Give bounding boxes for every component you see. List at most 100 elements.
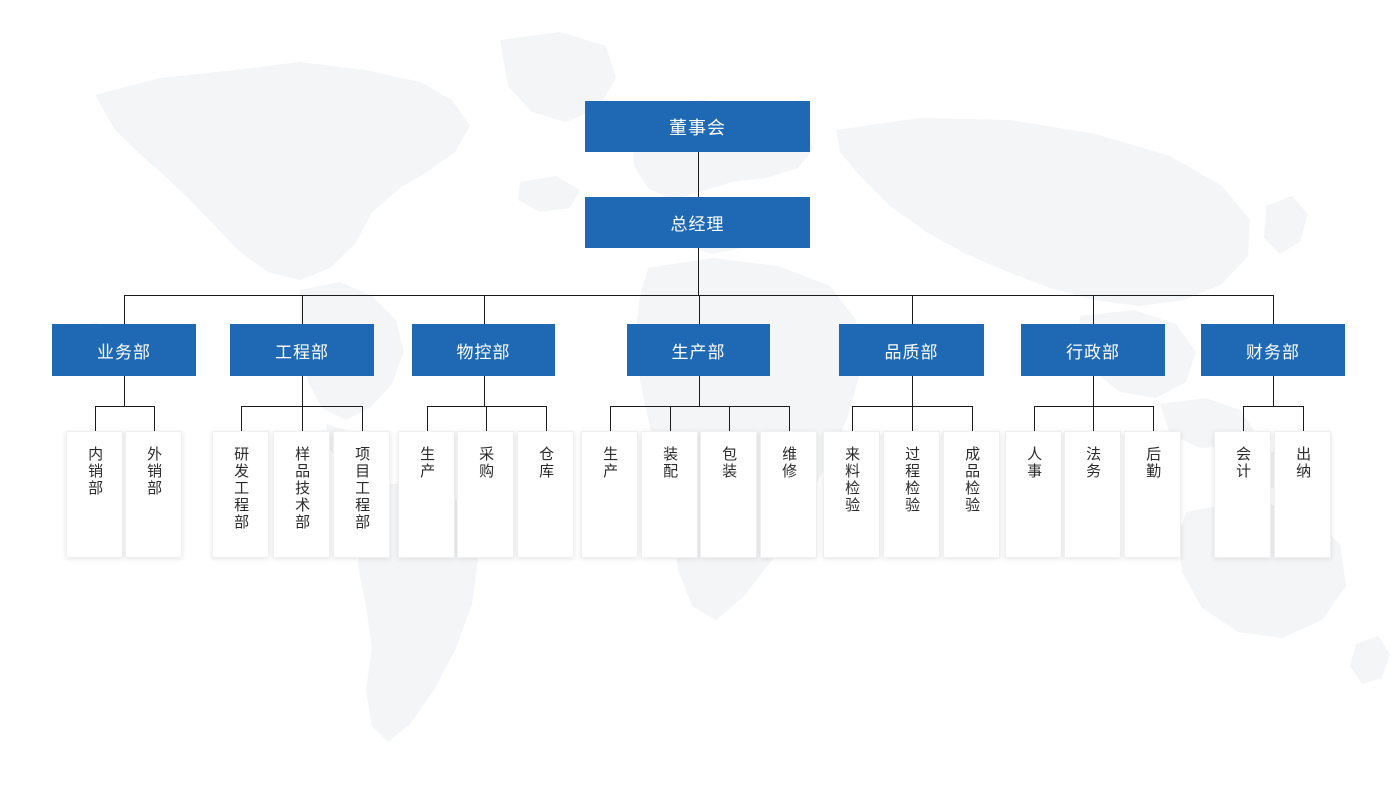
node-subdepartment[interactable]: 内销部 — [66, 431, 123, 558]
connector-gm-to-bus — [698, 248, 699, 295]
connector-subbus-to-leaf — [610, 406, 611, 431]
node-subdepartment[interactable]: 包装 — [700, 431, 757, 558]
connector-subbus-to-leaf — [912, 406, 913, 431]
node-subdepartment[interactable]: 外销部 — [125, 431, 182, 558]
connector-subbus-to-leaf — [302, 406, 303, 431]
connector-board-to-gm — [698, 152, 699, 197]
node-subdepartment-label: 生产 — [418, 446, 436, 480]
node-subdepartment-label: 出纳 — [1294, 446, 1312, 480]
connector-bus-to-department — [484, 295, 485, 324]
connector-bus-to-department — [1093, 295, 1094, 324]
node-subdepartment[interactable]: 研发工程部 — [212, 431, 269, 558]
node-subdepartment[interactable]: 成品检验 — [943, 431, 1000, 558]
node-subdepartment-label: 内销部 — [86, 446, 104, 497]
node-subdepartment-label: 生产 — [601, 446, 619, 480]
connector-department-to-subbus — [124, 376, 125, 406]
node-subdepartment[interactable]: 生产 — [398, 431, 455, 558]
connector-sub-bus — [610, 406, 789, 407]
connector-bus-to-department — [1273, 295, 1274, 324]
connector-department-to-subbus — [912, 376, 913, 406]
connector-subbus-to-leaf — [1153, 406, 1154, 431]
node-subdepartment[interactable]: 出纳 — [1274, 431, 1331, 558]
node-subdepartment[interactable]: 维修 — [760, 431, 817, 558]
node-board[interactable]: 董事会 — [585, 101, 810, 152]
node-board-label: 董事会 — [669, 117, 726, 138]
node-subdepartment[interactable]: 样品技术部 — [273, 431, 330, 558]
connector-subbus-to-leaf — [1034, 406, 1035, 431]
node-subdepartment[interactable]: 法务 — [1064, 431, 1121, 558]
node-department-6[interactable]: 行政部 — [1021, 324, 1165, 376]
connector-subbus-to-leaf — [486, 406, 487, 431]
node-department-5-label: 品质部 — [884, 342, 939, 362]
node-department-7-label: 财务部 — [1246, 342, 1300, 362]
node-subdepartment-label: 样品技术部 — [293, 446, 311, 531]
connector-subbus-to-leaf — [1243, 406, 1244, 431]
node-subdepartment[interactable]: 过程检验 — [883, 431, 940, 558]
connector-bus-to-department — [699, 295, 700, 324]
connector-department-bus — [124, 295, 1273, 296]
node-subdepartment-label: 来料检验 — [843, 446, 861, 514]
connector-bus-to-department — [912, 295, 913, 324]
node-subdepartment-label: 包装 — [720, 446, 738, 480]
node-subdepartment[interactable]: 人事 — [1005, 431, 1062, 558]
connector-bus-to-department — [124, 295, 125, 324]
node-subdepartment[interactable]: 会计 — [1214, 431, 1271, 558]
node-department-2[interactable]: 工程部 — [230, 324, 374, 376]
connector-subbus-to-leaf — [95, 406, 96, 431]
node-department-3-label: 物控部 — [456, 342, 511, 362]
node-subdepartment-label: 法务 — [1084, 446, 1102, 480]
connector-subbus-to-leaf — [154, 406, 155, 431]
connector-department-to-subbus — [1273, 376, 1274, 406]
connector-subbus-to-leaf — [546, 406, 547, 431]
connector-subbus-to-leaf — [670, 406, 671, 431]
node-subdepartment-label: 人事 — [1025, 446, 1043, 480]
node-general-manager[interactable]: 总经理 — [585, 197, 810, 248]
connector-subbus-to-leaf — [1093, 406, 1094, 431]
connector-subbus-to-leaf — [427, 406, 428, 431]
node-subdepartment[interactable]: 来料检验 — [823, 431, 880, 558]
node-department-1-label: 业务部 — [97, 342, 151, 362]
node-department-4-label: 生产部 — [671, 342, 726, 362]
connector-department-to-subbus — [1093, 376, 1094, 406]
node-department-1[interactable]: 业务部 — [52, 324, 196, 376]
node-subdepartment-label: 外销部 — [145, 446, 163, 497]
node-department-3[interactable]: 物控部 — [412, 324, 555, 376]
node-subdepartment[interactable]: 后勤 — [1124, 431, 1181, 558]
connector-sub-bus — [241, 406, 362, 407]
connector-department-to-subbus — [302, 376, 303, 406]
node-subdepartment-label: 后勤 — [1144, 446, 1162, 480]
node-department-6-label: 行政部 — [1066, 342, 1120, 362]
connector-sub-bus — [1243, 406, 1303, 407]
connector-subbus-to-leaf — [972, 406, 973, 431]
connector-department-to-subbus — [699, 376, 700, 406]
node-subdepartment-label: 维修 — [780, 446, 798, 480]
node-subdepartment-label: 采购 — [477, 446, 495, 480]
connector-subbus-to-leaf — [852, 406, 853, 431]
connector-subbus-to-leaf — [362, 406, 363, 431]
node-subdepartment-label: 成品检验 — [963, 446, 981, 514]
connector-department-to-subbus — [484, 376, 485, 406]
node-department-5[interactable]: 品质部 — [839, 324, 984, 376]
node-subdepartment-label: 项目工程部 — [353, 446, 371, 531]
node-subdepartment[interactable]: 采购 — [457, 431, 514, 558]
node-subdepartment[interactable]: 生产 — [581, 431, 638, 558]
node-department-4[interactable]: 生产部 — [627, 324, 770, 376]
node-department-2-label: 工程部 — [275, 342, 329, 362]
node-subdepartment[interactable]: 项目工程部 — [333, 431, 390, 558]
node-subdepartment[interactable]: 仓库 — [517, 431, 574, 558]
node-subdepartment-label: 研发工程部 — [232, 446, 250, 531]
node-department-7[interactable]: 财务部 — [1201, 324, 1345, 376]
node-subdepartment[interactable]: 装配 — [641, 431, 698, 558]
connector-subbus-to-leaf — [241, 406, 242, 431]
node-subdepartment-label: 装配 — [661, 446, 679, 480]
connector-bus-to-department — [302, 295, 303, 324]
node-subdepartment-label: 会计 — [1234, 446, 1252, 480]
node-subdepartment-label: 仓库 — [537, 446, 555, 480]
connector-subbus-to-leaf — [789, 406, 790, 431]
node-general-manager-label: 总经理 — [670, 215, 725, 234]
connector-subbus-to-leaf — [729, 406, 730, 431]
connector-subbus-to-leaf — [1303, 406, 1304, 431]
node-subdepartment-label: 过程检验 — [903, 446, 921, 514]
